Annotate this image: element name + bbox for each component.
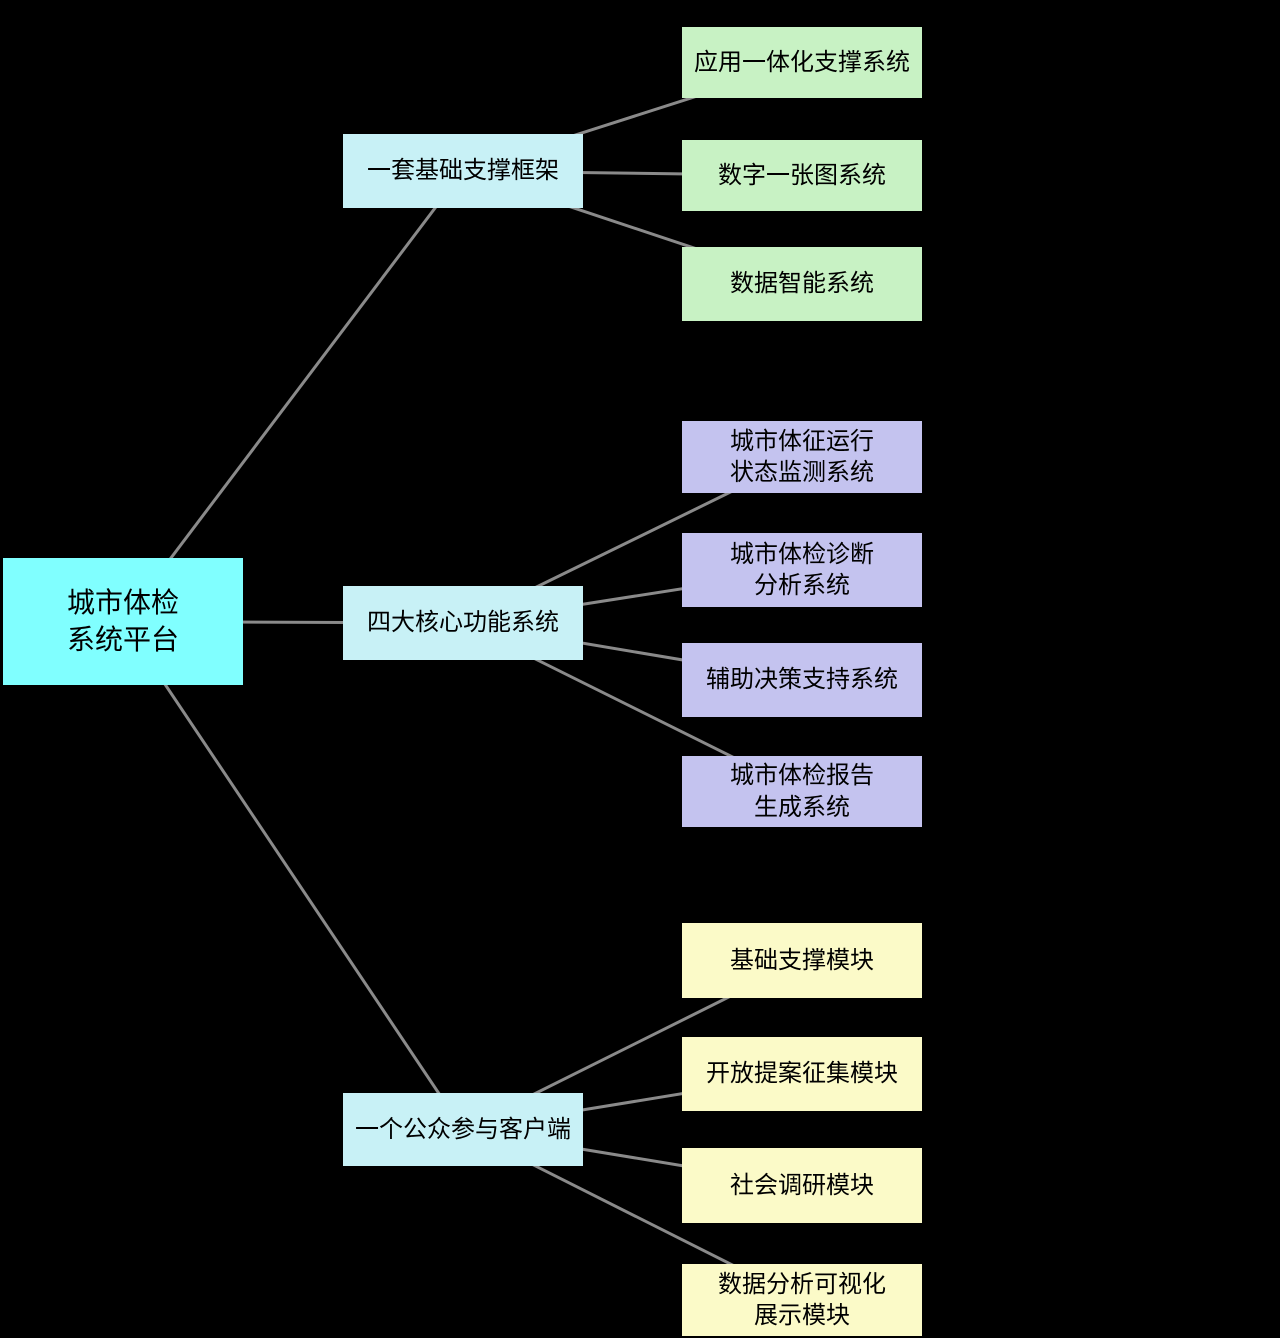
node-leaf-social-survey-module: 社会调研模块 (682, 1148, 922, 1223)
node-leaf-report-generation-system: 城市体检报告 生成系统 (682, 756, 922, 827)
node-leaf-data-intelligence-system: 数据智能系统 (682, 247, 922, 321)
node-branch-core-function-systems: 四大核心功能系统 (343, 586, 583, 660)
node-root-platform: 城市体检 系统平台 (3, 558, 243, 685)
edge-root-b1 (121, 170, 465, 623)
node-leaf-integrated-support-system: 应用一体化支撑系统 (682, 27, 922, 98)
node-leaf-decision-support-system: 辅助决策支持系统 (682, 643, 922, 717)
node-leaf-diagnosis-analysis-system: 城市体检诊断 分析系统 (682, 533, 922, 607)
node-branch-foundation-framework: 一套基础支撑框架 (343, 134, 583, 208)
node-branch-public-participation-client: 一个公众参与客户端 (343, 1093, 583, 1166)
node-leaf-city-sign-monitoring-system: 城市体征运行 状态监测系统 (682, 421, 922, 493)
node-leaf-data-visualization-module: 数据分析可视化 展示模块 (682, 1264, 922, 1336)
node-leaf-digital-one-map-system: 数字一张图系统 (682, 140, 922, 211)
node-leaf-open-proposal-module: 开放提案征集模块 (682, 1037, 922, 1111)
node-leaf-basic-support-module: 基础支撑模块 (682, 923, 922, 998)
edge-root-b3 (121, 620, 465, 1131)
